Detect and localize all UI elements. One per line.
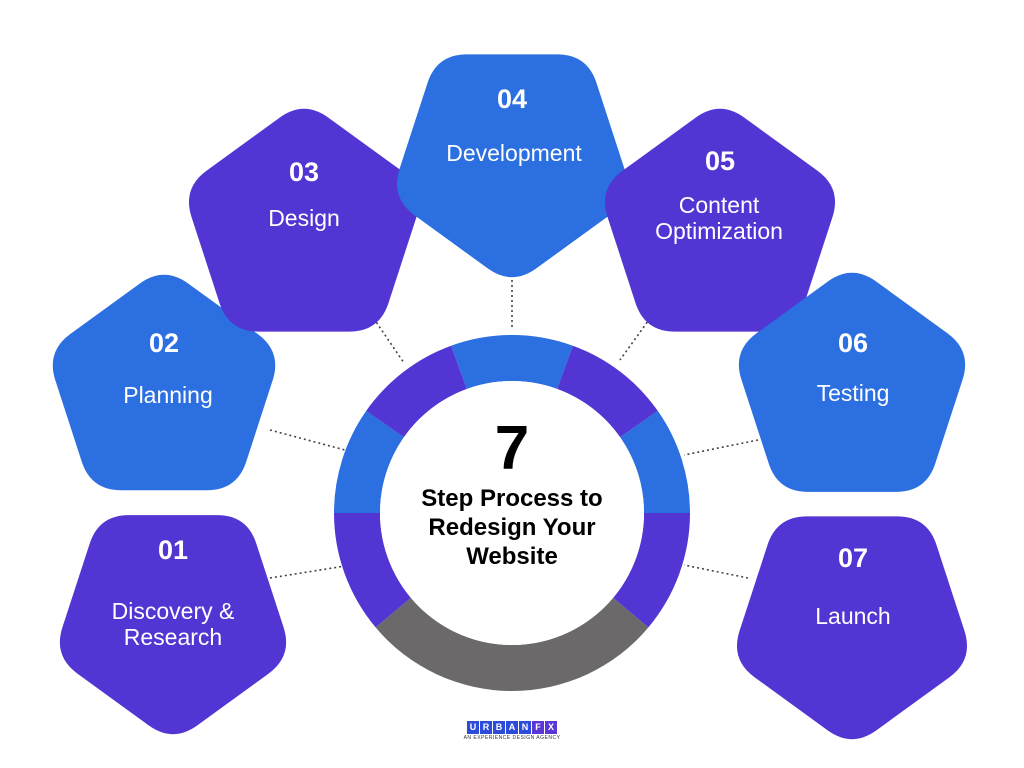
logo-letter: F bbox=[532, 721, 544, 734]
logo-letter: R bbox=[480, 721, 492, 734]
step-number: 03 bbox=[288, 157, 320, 187]
ring-segment bbox=[366, 345, 467, 438]
step-number: 06 bbox=[837, 328, 869, 358]
center-title-line: Website bbox=[466, 543, 558, 570]
step-label: Development bbox=[446, 140, 582, 166]
step-label: Content bbox=[678, 192, 760, 218]
ring-segment bbox=[334, 410, 404, 513]
connector-dotted-line bbox=[269, 429, 346, 451]
step-label: Research bbox=[123, 624, 223, 650]
step-pentagon bbox=[188, 108, 420, 332]
ring-segment bbox=[557, 345, 658, 438]
step-label: Testing bbox=[816, 380, 890, 406]
step-number: 07 bbox=[837, 543, 869, 573]
logo-letter: N bbox=[519, 721, 531, 734]
ring-segment bbox=[451, 335, 573, 389]
step-number: 02 bbox=[148, 328, 180, 358]
ring-segment bbox=[620, 410, 690, 513]
step-label: Launch bbox=[815, 603, 891, 629]
ring-segment bbox=[334, 513, 411, 628]
step-number: 05 bbox=[704, 146, 736, 176]
step-label: Planning bbox=[123, 382, 213, 408]
step-label: Design bbox=[268, 205, 340, 231]
step-label: Optimization bbox=[655, 218, 783, 244]
center-circle bbox=[380, 381, 644, 645]
step-number: 01 bbox=[157, 535, 189, 565]
logo-letter: X bbox=[545, 721, 557, 734]
step-pentagon bbox=[52, 274, 276, 491]
connector-dotted-line bbox=[683, 439, 759, 456]
logo-letter: B bbox=[493, 721, 505, 734]
center-number: 7 bbox=[494, 414, 530, 483]
step-pentagon bbox=[736, 516, 968, 740]
center-title-line: Redesign Your bbox=[428, 514, 596, 541]
logo-letter: A bbox=[506, 721, 518, 734]
connector-dotted-line bbox=[269, 565, 346, 579]
step-pentagon bbox=[59, 515, 287, 735]
step-pentagons bbox=[52, 54, 968, 740]
center-ring bbox=[334, 335, 690, 691]
ring-segment bbox=[375, 597, 649, 691]
logo-letter: U bbox=[467, 721, 479, 734]
center-title: Step Process to Redesign Your Website bbox=[372, 484, 652, 571]
step-pentagon bbox=[738, 272, 966, 492]
connector-dotted-line bbox=[683, 564, 749, 579]
step-pentagon bbox=[604, 108, 836, 332]
step-number: 04 bbox=[496, 84, 528, 114]
logo-tagline: AN EXPERIENCE DESIGN AGENCY bbox=[463, 735, 561, 741]
center-title-line: Step Process to bbox=[421, 485, 603, 512]
step-pentagon bbox=[396, 54, 628, 278]
step-label: Discovery & bbox=[111, 598, 235, 624]
ring-segment bbox=[613, 513, 690, 628]
